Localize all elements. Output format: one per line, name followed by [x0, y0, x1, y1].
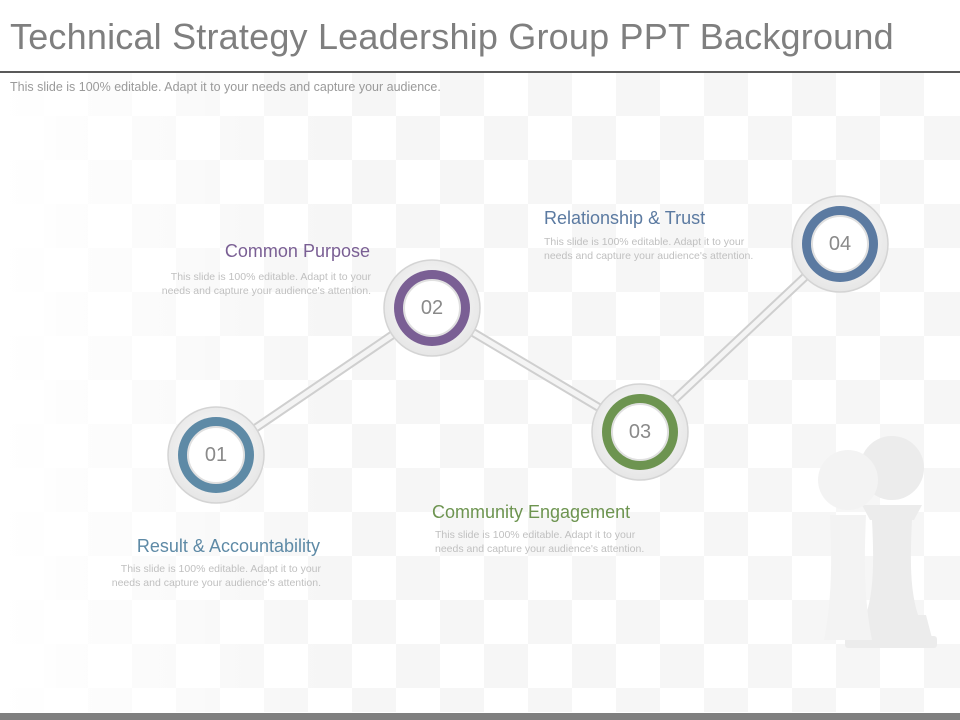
step-description-04-line2: needs and capture your audience's attent…: [544, 250, 754, 262]
step-description-03-line2: needs and capture your audience's attent…: [435, 543, 645, 555]
step-number-03: 03: [628, 421, 652, 443]
step-description-01: This slide is 100% editable. Adapt it to…: [61, 562, 321, 590]
step-title-04: Relationship & Trust: [544, 208, 706, 228]
step-description-04: This slide is 100% editable. Adapt it to…: [544, 235, 794, 263]
step-description-01-line2: needs and capture your audience's attent…: [111, 577, 321, 589]
checkerboard-background: [0, 72, 960, 712]
slide-title: Technical Strategy Leadership Group PPT …: [10, 16, 894, 57]
step-number-02: 02: [420, 297, 444, 319]
step-description-03-line1: This slide is 100% editable. Adapt it to…: [435, 529, 636, 541]
step-description-03: This slide is 100% editable. Adapt it to…: [435, 528, 695, 556]
step-description-01-line1: This slide is 100% editable. Adapt it to…: [120, 563, 321, 575]
slide-subtitle: This slide is 100% editable. Adapt it to…: [10, 80, 441, 94]
step-number-04: 04: [828, 233, 852, 255]
step-title-03: Community Engagement: [432, 502, 631, 522]
step-description-02-line1: This slide is 100% editable. Adapt it to…: [170, 271, 371, 283]
step-title-02: Common Purpose: [224, 241, 370, 261]
step-title-01: Result & Accountability: [136, 536, 320, 556]
step-node-04: [791, 195, 889, 293]
step-node-01: [167, 406, 265, 504]
title-divider: [0, 71, 960, 73]
step-node-03: [591, 383, 689, 481]
footer-bar: [0, 713, 960, 720]
step-description-02-line2: needs and capture your audience's attent…: [161, 285, 371, 297]
step-description-04-line1: This slide is 100% editable. Adapt it to…: [544, 236, 745, 248]
connector-lines: [211, 239, 845, 460]
chess-pawn-shadow: [818, 450, 878, 640]
step-number-01: 01: [204, 444, 228, 466]
step-description-02: This slide is 100% editable. Adapt it to…: [111, 270, 371, 298]
step-node-02: [383, 259, 481, 357]
